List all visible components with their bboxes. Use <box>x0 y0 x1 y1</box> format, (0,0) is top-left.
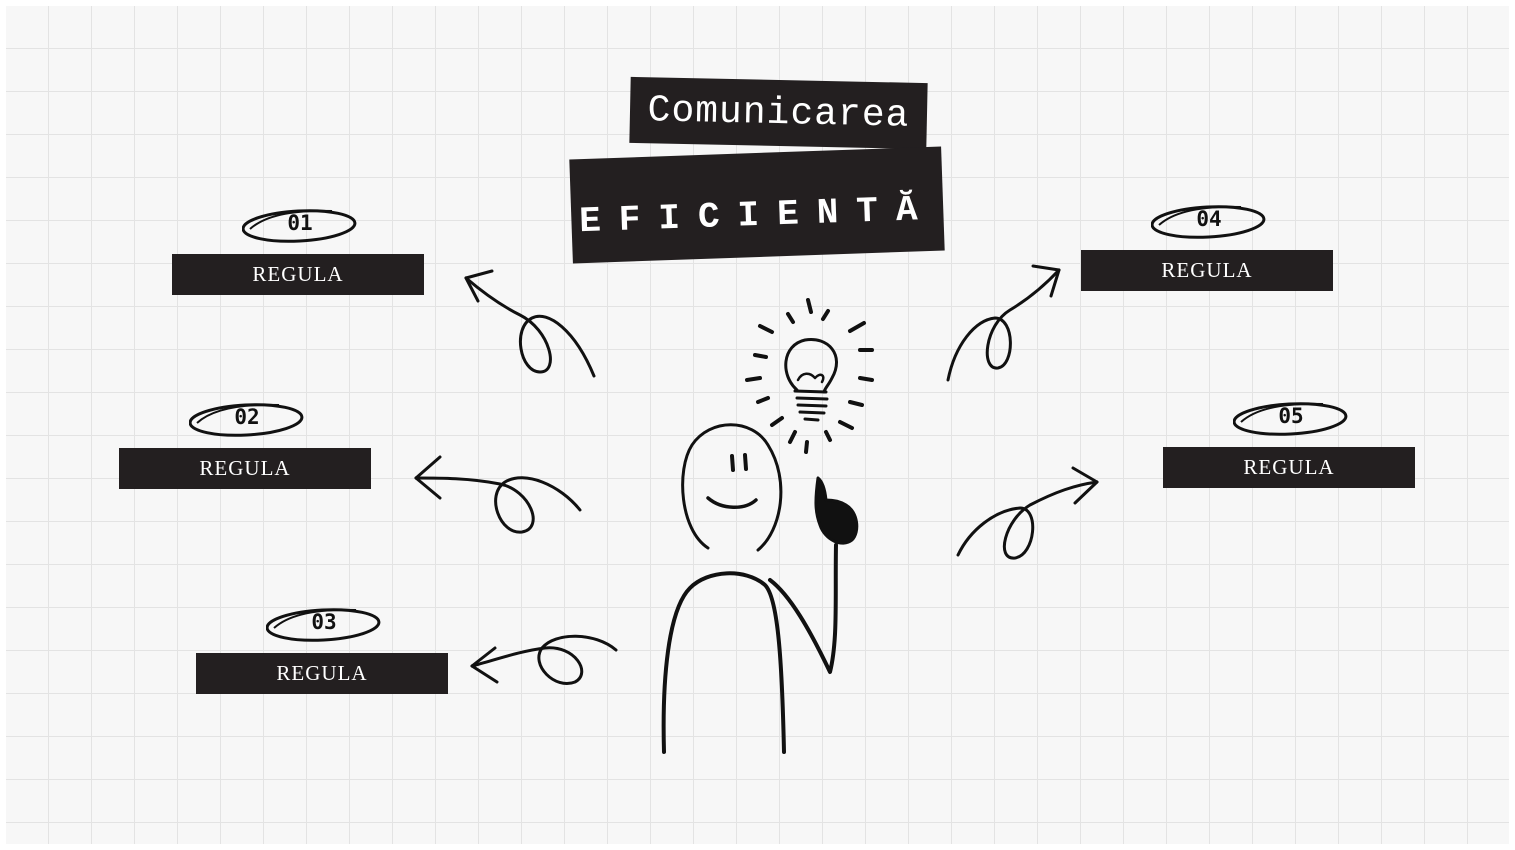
circle-scribble-icon <box>242 209 357 243</box>
rule-number: 04 <box>1196 207 1222 231</box>
curly-arrow-icon <box>414 455 582 534</box>
rule-number-badge: 04 <box>1151 201 1267 241</box>
rule-label: REGULA <box>172 254 424 295</box>
rule-label: REGULA <box>1163 447 1415 488</box>
lightbulb-icon <box>745 298 874 454</box>
circle-scribble-icon <box>1233 402 1348 436</box>
rule-number-badge: 05 <box>1233 398 1349 438</box>
rule-number: 01 <box>287 211 313 235</box>
curly-arrow-icon <box>956 466 1099 560</box>
rule-number-badge: 02 <box>189 399 305 439</box>
curly-arrow-icon <box>464 269 596 378</box>
circle-scribble-icon <box>266 608 381 642</box>
rule-label: REGULA <box>1081 250 1333 291</box>
rule-label: REGULA <box>119 448 371 489</box>
rule-number: 02 <box>234 405 260 429</box>
stick-figure <box>661 423 859 754</box>
rule-label: REGULA <box>196 653 448 694</box>
circle-scribble-icon <box>189 403 304 437</box>
rule-number: 05 <box>1278 404 1304 428</box>
curly-arrow-icon <box>946 264 1061 382</box>
rule-number: 03 <box>311 610 337 634</box>
rule-number-badge: 01 <box>242 205 358 245</box>
curly-arrow-icon <box>470 634 618 685</box>
rule-number-badge: 03 <box>266 604 382 644</box>
circle-scribble-icon <box>1151 205 1266 239</box>
